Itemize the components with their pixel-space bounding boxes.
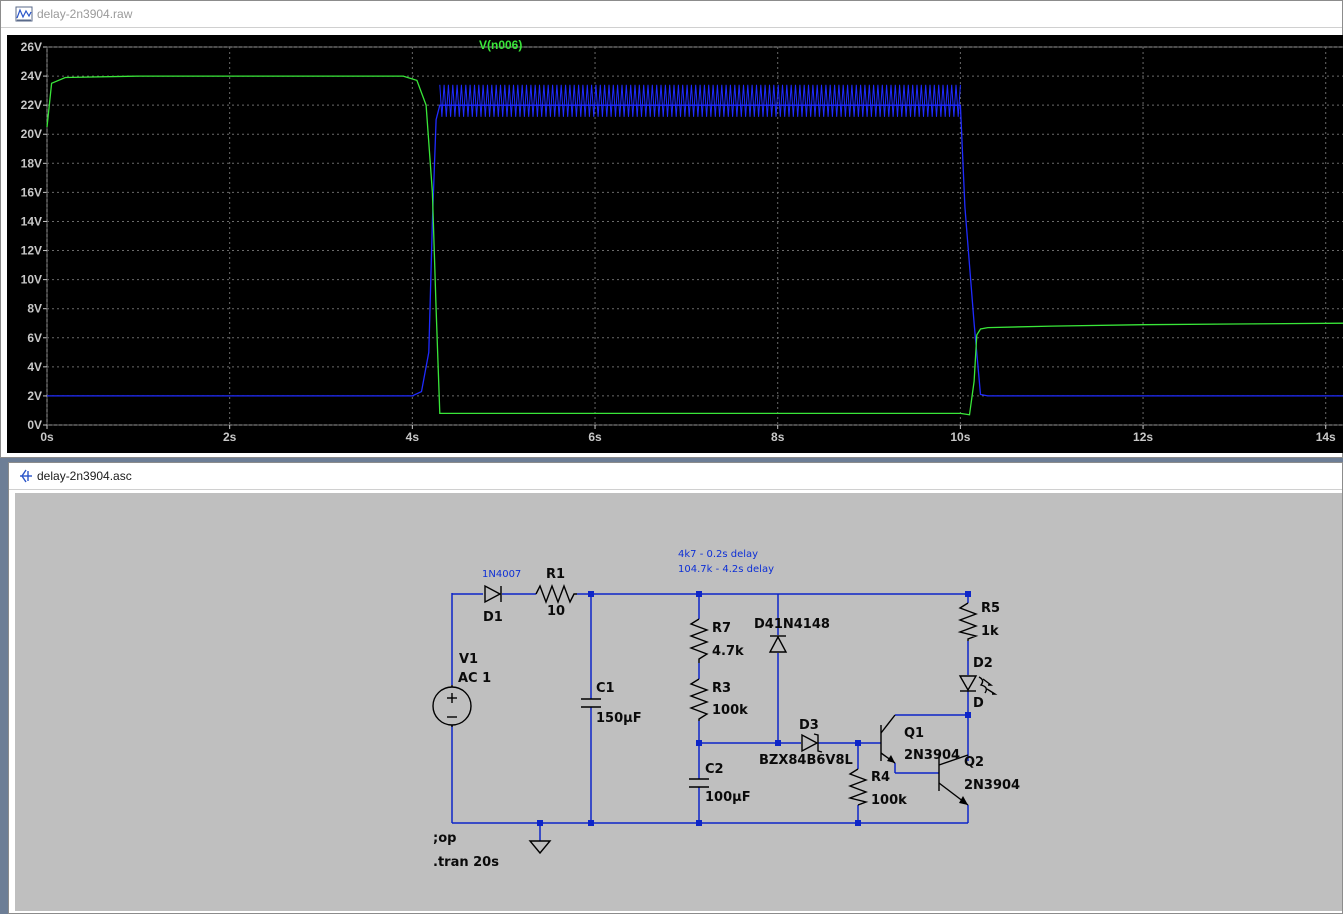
d2-name-label[interactable]: D2 [973,656,993,671]
c2-capacitor[interactable] [689,778,709,788]
x-axis-ticks: 0s 2s 4s 6s 8s 10s 12s 14s [40,430,1336,444]
r3-name-label[interactable]: R3 [712,681,731,696]
d3-value-label[interactable]: BZX84B6V8L [759,753,853,768]
r1-value-label[interactable]: 10 [547,604,565,619]
r4-value-label[interactable]: 100k [871,793,907,808]
op-directive[interactable]: ;op [433,831,456,846]
series-line-green[interactable] [46,75,1343,416]
r7-resistor[interactable] [689,618,709,663]
c1-name-label[interactable]: C1 [596,681,615,696]
r5-name-label[interactable]: R5 [981,601,1000,616]
c2-value-label[interactable]: 100µF [705,790,751,805]
y-tick-label: 8V [27,302,42,316]
plot-frame [46,46,1343,426]
r4-resistor[interactable] [847,768,869,806]
y-tick-label: 4V [27,360,42,374]
ripple-band [439,84,961,117]
waveform-window-title: delay-2n3904.raw [37,7,133,21]
r1-name-label[interactable]: R1 [546,567,565,582]
d1-model-label[interactable]: 1N4007 [482,569,521,580]
y-tick-label: 26V [21,40,42,54]
y-tick-label: 20V [21,127,42,141]
waveform-plot[interactable]: 0V 2V 4V 6V 8V 10V 12V 14V 16V 18V 20V 22V 24V 26V 0s… [7,35,1343,453]
v1-source[interactable] [432,685,472,727]
r7-name-label[interactable]: R7 [712,621,731,636]
v1-value-label[interactable]: AC 1 [458,671,491,686]
series-line-blue[interactable] [47,104,1343,397]
y-tick-label: 0V [27,418,42,432]
q1-transistor[interactable] [880,714,896,764]
c2-name-label[interactable]: C2 [705,762,724,777]
tran-directive[interactable]: .tran 20s [433,855,499,870]
d3-name-label[interactable]: D3 [799,718,819,733]
y-tick-label: 2V [27,389,42,403]
c1-capacitor[interactable] [581,698,601,708]
y-tick-label: 24V [21,69,42,83]
schematic-window[interactable]: delay-2n3904.asc [8,462,1343,914]
d3-zener[interactable] [801,733,823,753]
oscillation-band [439,84,961,117]
junctions [537,591,971,826]
y-tick-label: 18V [21,156,42,170]
d1-name-label[interactable]: D1 [483,610,503,625]
plot-series [46,75,1343,416]
plot-area[interactable]: 0V 2V 4V 6V 8V 10V 12V 14V 16V 18V 20V 22V 24V 26V 0s… [7,35,1343,453]
plot-grid [43,46,1343,429]
r1-resistor[interactable] [535,584,577,604]
r4-name-label[interactable]: R4 [871,770,890,785]
y-tick-label: 22V [21,98,42,112]
schematic-titlebar[interactable]: delay-2n3904.asc [9,463,1342,490]
y-tick-label: 16V [21,185,42,199]
q1-value-label[interactable]: 2N3904 [904,748,960,763]
d1-diode[interactable] [484,584,502,604]
waveform-titlebar[interactable]: delay-2n3904.raw [1,1,1342,28]
annotation-line-2: 104.7k - 4.2s delay [678,564,774,575]
waveform-window[interactable]: delay-2n3904.raw 0V 2V 4V 6V 8V 10V 12V 14V 16V 1… [0,0,1343,458]
q2-name-label[interactable]: Q2 [964,755,984,770]
q1-name-label[interactable]: Q1 [904,726,924,741]
x-tick-label: 14s [1316,430,1336,444]
schematic-drawing[interactable]: 4k7 - 0.2s delay 104.7k - 4.2s delay 1N4… [15,493,1342,911]
r3-value-label[interactable]: 100k [712,703,748,718]
x-tick-label: 4s [406,430,420,444]
waveform-viewer-icon [15,6,33,22]
r3-resistor[interactable] [689,678,709,721]
x-tick-label: 0s [40,430,54,444]
r5-resistor[interactable] [957,602,979,641]
trace-label[interactable]: V(n006) [479,38,522,52]
q2-transistor[interactable] [938,754,969,806]
ground-symbol[interactable] [528,840,552,855]
x-tick-label: 8s [771,430,785,444]
x-tick-label: 2s [223,430,237,444]
v1-name-label[interactable]: V1 [459,652,478,667]
d2-value-label[interactable]: D [973,696,984,711]
y-tick-label: 12V [21,244,42,258]
x-tick-label: 6s [588,430,602,444]
d4-diode[interactable] [768,635,788,653]
schematic-window-title: delay-2n3904.asc [37,469,132,483]
r5-value-label[interactable]: 1k [981,624,999,639]
schematic-icon [20,469,32,483]
x-tick-label: 12s [1133,430,1153,444]
d4-name-label[interactable]: D41N4148 [754,617,830,632]
wires [451,593,969,841]
c1-value-label[interactable]: 150µF [596,711,642,726]
r7-value-label[interactable]: 4.7k [712,644,744,659]
y-tick-label: 6V [27,331,42,345]
q2-value-label[interactable]: 2N3904 [964,778,1020,793]
y-axis-ticks: 0V 2V 4V 6V 8V 10V 12V 14V 16V 18V 20V 22V 24V 26V [21,40,42,432]
schematic-canvas[interactable]: 4k7 - 0.2s delay 104.7k - 4.2s delay 1N4… [15,493,1342,911]
y-tick-label: 10V [21,273,42,287]
x-tick-label: 10s [950,430,970,444]
y-tick-label: 14V [21,214,42,228]
d2-led[interactable] [958,675,998,695]
annotation-line-1: 4k7 - 0.2s delay [678,549,758,560]
